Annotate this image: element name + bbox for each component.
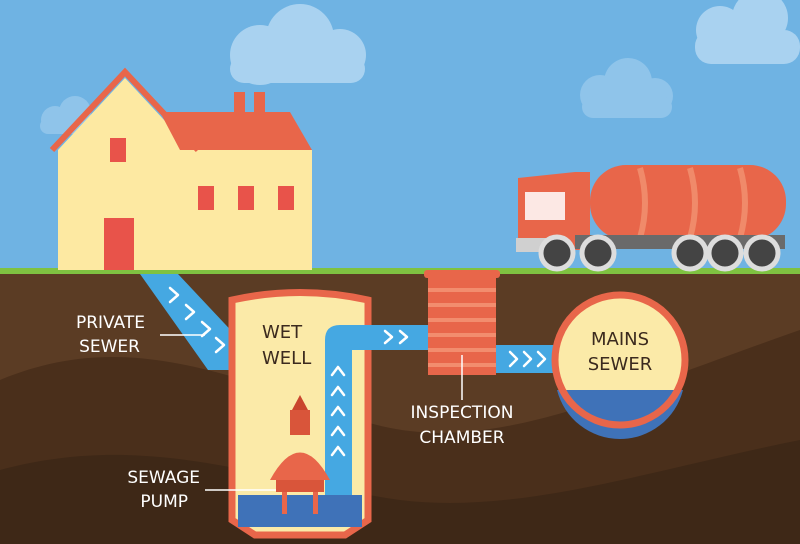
mains-sewer-label: MAINS [591, 329, 649, 350]
sewage-pump-label: PUMP [140, 492, 188, 512]
inspection-chamber-label: CHAMBER [419, 428, 504, 448]
cloud [580, 58, 673, 118]
sewage-pump [270, 395, 330, 514]
riser-chevrons [330, 329, 409, 457]
mains-sewer [551, 291, 689, 439]
tanker-truck [516, 165, 786, 272]
mains-sewer-label: SEWER [588, 354, 652, 375]
riser-pipe [325, 325, 430, 495]
wet-well-label: WET [262, 322, 303, 343]
private-sewer-pipe [140, 274, 240, 370]
grass-line [0, 268, 800, 274]
soil-darker-layer [0, 440, 800, 544]
private-sewer-label: PRIVATE [76, 313, 145, 333]
inspection-chamber-label: INSPECTION [411, 403, 514, 423]
cloud [230, 4, 366, 85]
wet-well-label: WELL [262, 348, 311, 369]
flow-chevrons [168, 286, 226, 354]
private-sewer-label: SEWER [79, 337, 140, 357]
house [49, 67, 312, 270]
sewage-pump-label: SEWAGE [127, 468, 200, 488]
cloud [695, 0, 800, 64]
mains-chevrons [508, 350, 547, 368]
